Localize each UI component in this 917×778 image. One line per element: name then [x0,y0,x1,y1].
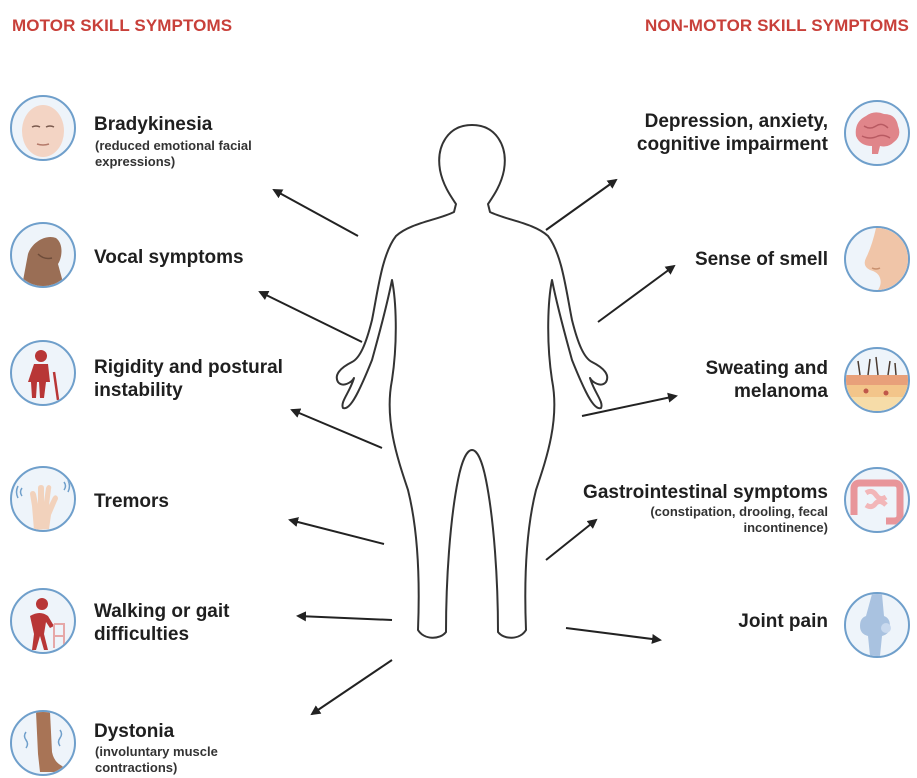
tremors-label: Tremors [94,491,169,512]
arrow-joint [565,627,662,644]
smell-label: Sense of smell [694,249,828,270]
nose-icon [844,226,910,292]
arrow-rigidity [290,408,383,449]
shaking-hand-icon [10,466,76,532]
arrow-gastro [545,518,598,561]
arrow-depression [545,178,618,231]
symptom-gastrointestinal: Gastrointestinal symptoms (constipation,… [460,467,910,547]
depression-label: Depression, anxiety, cognitive impairmen… [636,111,828,155]
gastro-sub: (constipation, drooling, fecal incontine… [650,504,828,535]
dystonia-label: Dystonia [94,721,175,742]
arrow-walking [296,611,393,622]
arrow-smell [597,264,676,323]
intestine-icon [844,467,910,533]
face-icon [10,95,76,161]
body-outline [335,124,609,639]
skin-layers-icon [844,347,910,413]
non-motor-symptoms-heading: NON-MOTOR SKILL SYMPTOMS [644,16,909,35]
vocal-label: Vocal symptoms [94,247,244,268]
symptom-sweating: Sweating and melanoma [520,347,910,437]
person-walker-icon [10,588,76,654]
symptom-smell: Sense of smell [520,226,910,296]
joint-pain-label: Joint pain [738,611,828,632]
symptom-joint-pain: Joint pain [520,592,910,662]
arrow-sweating [581,392,678,417]
bradykinesia-sub: (reduced emotional facial expressions) [95,138,252,169]
arrow-dystonia [310,659,393,716]
sweating-label: Sweating and melanoma [705,358,828,402]
knee-joint-icon [844,592,910,658]
bradykinesia-label: Bradykinesia [94,114,213,135]
elderly-person-cane-icon [10,340,76,406]
motor-symptoms-heading: MOTOR SKILL SYMPTOMS [12,16,233,35]
rigidity-label: Rigidity and postural instability [94,357,283,401]
brain-icon [844,100,910,166]
gastro-label: Gastrointestinal symptoms [583,482,828,503]
symptom-depression: Depression, anxiety, cognitive impairmen… [520,100,910,170]
dystonia-sub: (involuntary muscle contractions) [95,744,218,775]
arrow-tremors [288,517,385,545]
arrow-vocal [258,291,363,343]
leg-cramp-icon [10,710,76,776]
walking-label: Walking or gait difficulties [94,601,230,645]
arrow-bradykinesia [272,189,359,237]
neck-icon [10,222,76,288]
